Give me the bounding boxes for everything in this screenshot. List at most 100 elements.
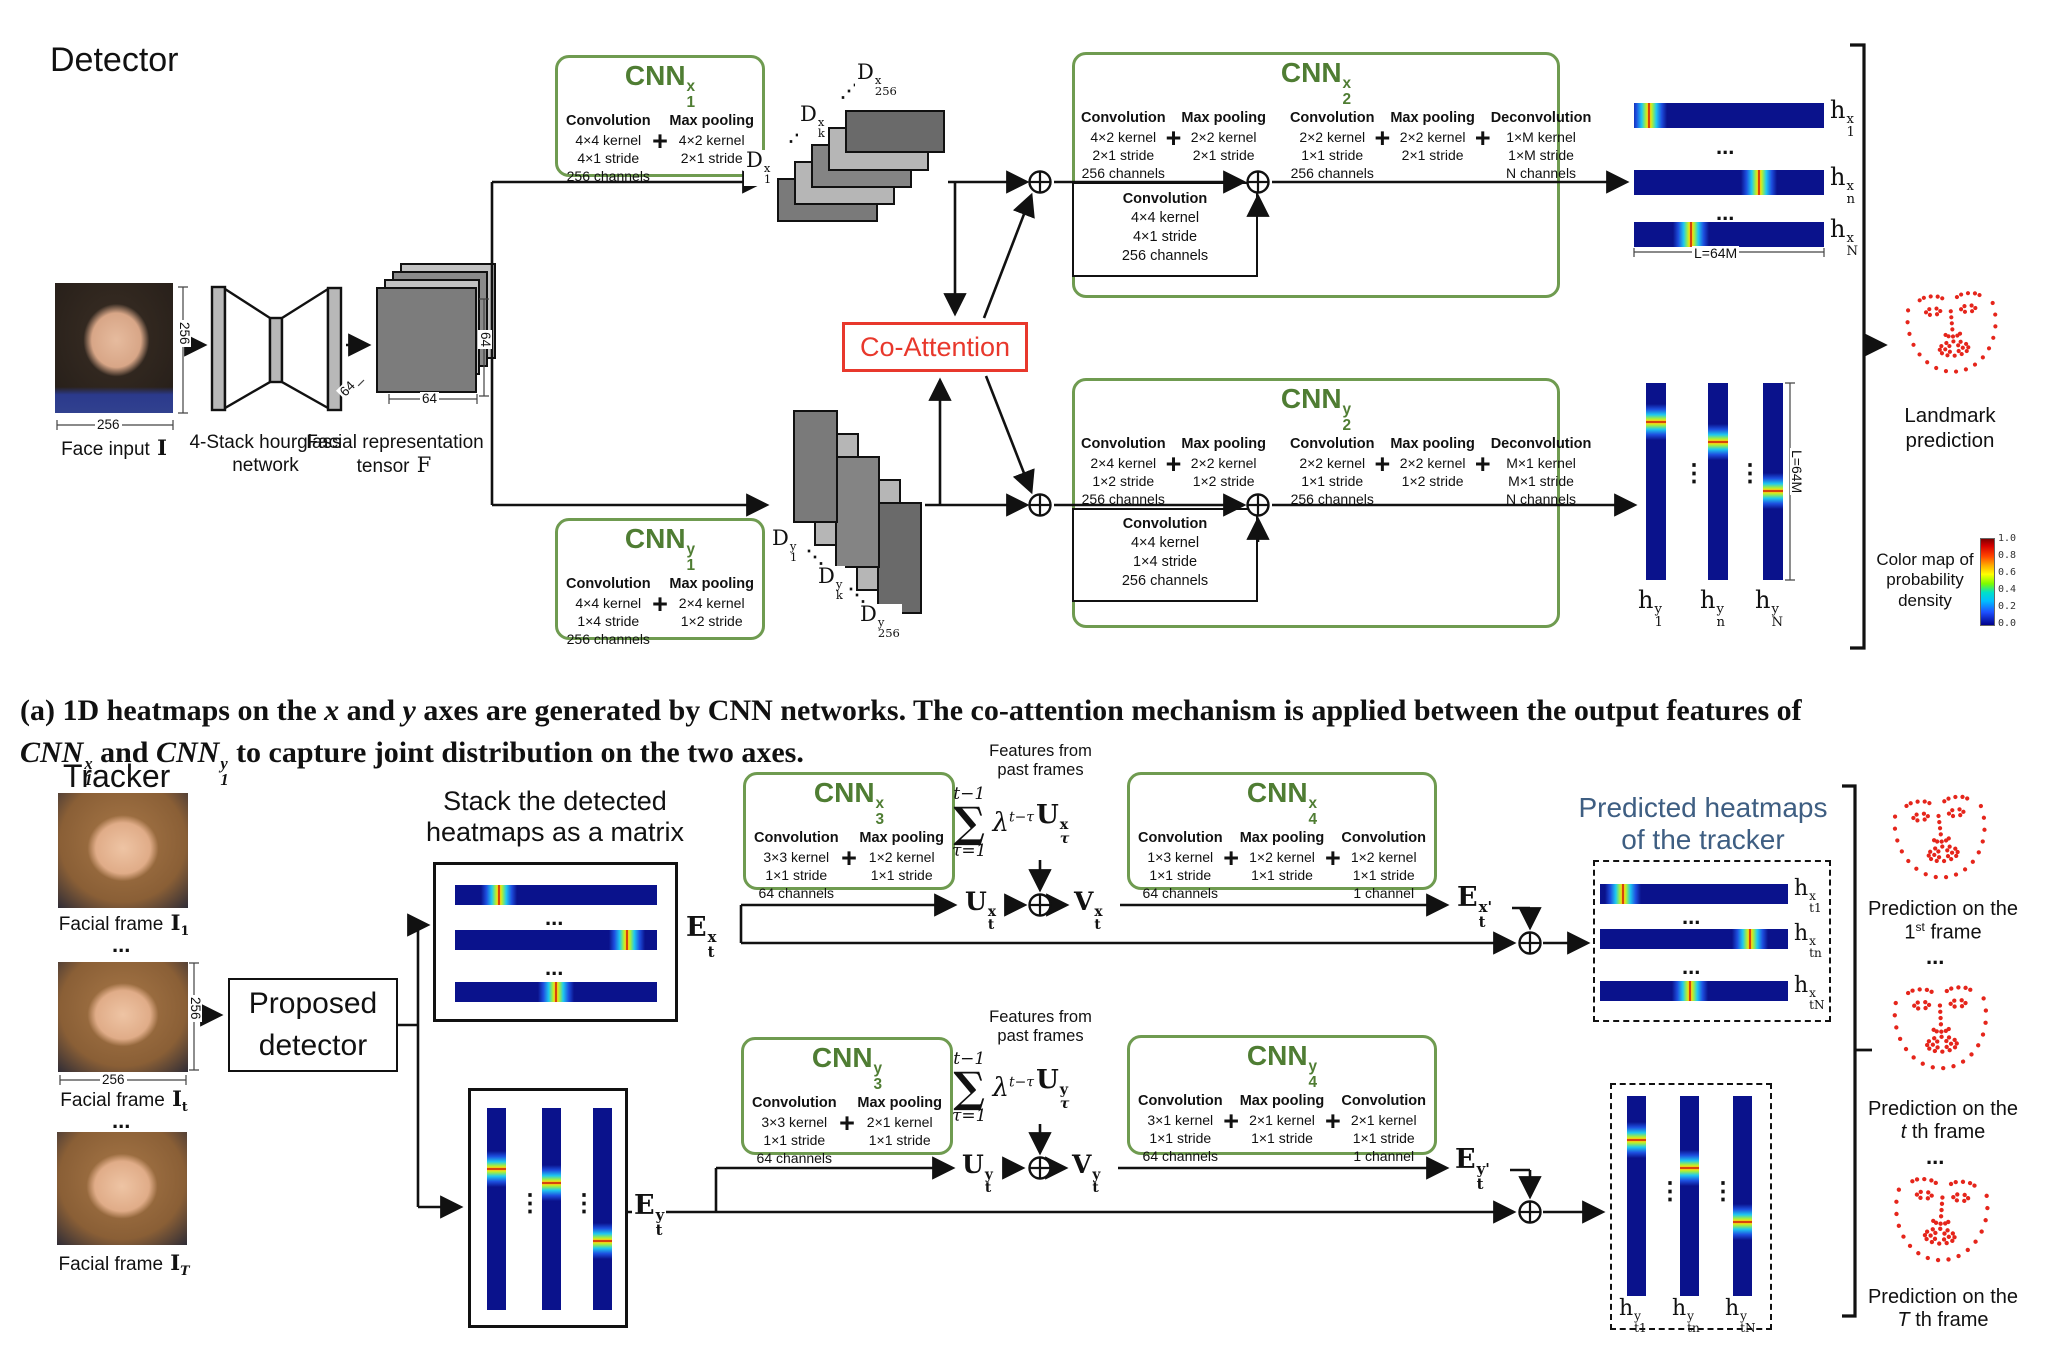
tensor-dim-depth: 64 [336, 377, 360, 401]
predicted-dots: ... [1682, 954, 1701, 979]
ex-bar [455, 885, 657, 905]
dy-slice [835, 456, 880, 568]
heatmap-hnx [1634, 170, 1824, 195]
ey-bar [542, 1108, 561, 1310]
predicted-x-bar [1600, 981, 1788, 1001]
frame-dim-height: 256 [188, 995, 203, 1022]
face-dim-height: 256 [177, 320, 192, 347]
predicted-dots: ... [1682, 904, 1701, 929]
plus-sign: + [1324, 1105, 1341, 1136]
heatmap-y-dim: L=64M [1789, 448, 1805, 496]
plus-sign: + [841, 842, 857, 873]
plus-sign: + [1165, 448, 1182, 479]
frame-dots: ... [112, 932, 131, 957]
tensor-dim-bottom: 64 [420, 391, 440, 406]
tensor-label: Facial representation tensor F [306, 432, 484, 477]
frame-dots: ... [112, 1108, 131, 1133]
landmark-face [1905, 291, 1998, 374]
frame-dim-width: 256 [100, 1072, 127, 1087]
colormap-bar [1980, 538, 1995, 626]
prediction-face-T [1894, 1176, 1990, 1263]
prediction-T-label: Prediction on the T th frame [1867, 1286, 2019, 1331]
colormap-label: Color map of probability density [1876, 550, 1974, 610]
hourglass-network-icon [210, 285, 343, 412]
plus-sign: + [652, 125, 668, 156]
heatmap-h1y [1646, 383, 1666, 580]
tracker-output-bracket [1842, 784, 1872, 1318]
prediction-dots: ... [1926, 944, 1945, 969]
ex-dots: ... [545, 955, 564, 980]
plus-sign: + [1374, 122, 1391, 153]
prediction-face-t [1892, 985, 1989, 1071]
colormap-tick: 0.8 [1998, 550, 2017, 561]
landmark-label: Landmark prediction [1904, 404, 1996, 452]
facial-frame-t-label: Facial frame It [60, 1086, 188, 1115]
face-input-photo [55, 283, 173, 413]
heatmap-dots: ... [1716, 200, 1735, 225]
prediction-dots: ... [1926, 1144, 1945, 1169]
prediction-1-label: Prediction on the 1st frame [1867, 898, 2019, 944]
colormap-tick: 1.0 [1998, 533, 2017, 544]
predicted-y-bar [1627, 1096, 1646, 1296]
proposed-detector-box: Proposed detector [228, 978, 398, 1072]
ey-bar [487, 1108, 506, 1310]
dimension-lines [56, 248, 1825, 1085]
plus-sign: + [1223, 842, 1240, 873]
facial-frame-t-photo [58, 962, 188, 1072]
prediction-face-1 [1892, 794, 1987, 880]
ey-bar [593, 1108, 612, 1310]
facial-frame-1-photo [58, 793, 188, 908]
predicted-y-bar [1733, 1096, 1752, 1296]
ex-dots: ... [545, 905, 564, 930]
predicted-x-bar [1600, 884, 1788, 904]
prediction-t-label: Prediction on the t th frame [1867, 1098, 2019, 1143]
colormap-tick: 0.2 [1998, 601, 2017, 612]
